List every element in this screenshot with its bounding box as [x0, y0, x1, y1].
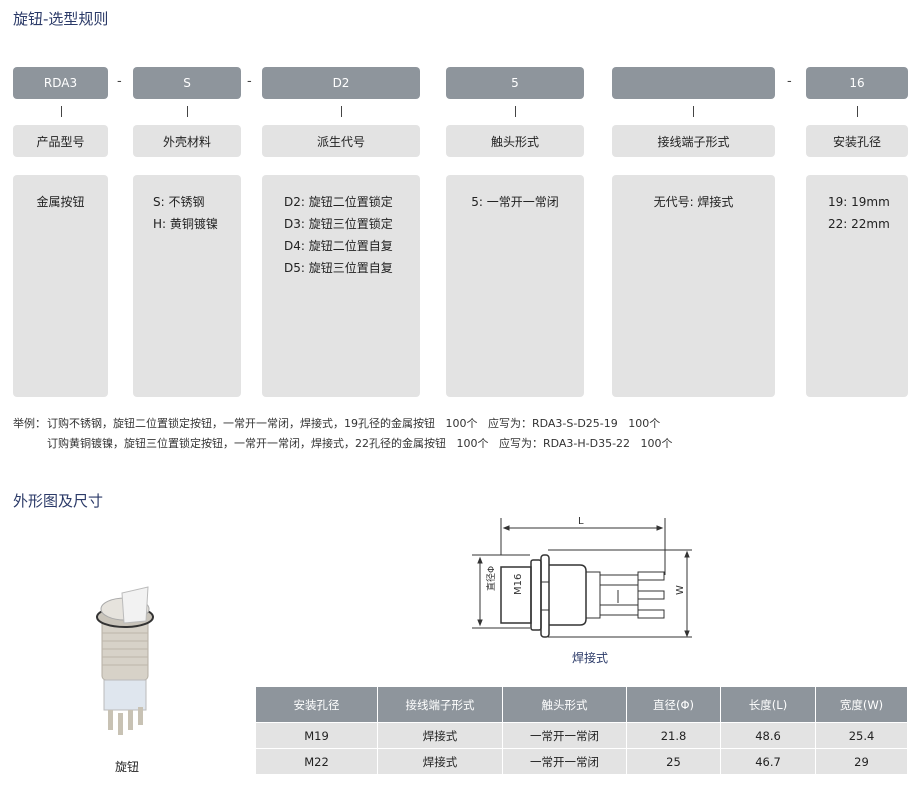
label-material: 外壳材料: [133, 125, 241, 157]
width-label: W: [675, 585, 686, 595]
header-contact: 触头形式: [502, 686, 627, 723]
code-box-contact: 5: [446, 67, 584, 99]
connector-line: [341, 106, 342, 117]
separator: -: [787, 74, 792, 89]
cell: 46.7: [720, 748, 816, 775]
cell: 48.6: [720, 722, 816, 749]
cell: 一常开一常闭: [502, 722, 627, 749]
table-row: M22 焊接式 一常开一常闭 25 46.7 29: [255, 748, 908, 775]
option: 无代号: 焊接式: [653, 195, 734, 209]
code-box-derivative: D2: [262, 67, 420, 99]
table-header-row: 安装孔径 接线端子形式 触头形式 直径(Φ) 长度(L) 宽度(W): [255, 686, 908, 723]
option: D3: 旋钮三位置锁定: [284, 217, 393, 231]
option: S: 不锈钢: [153, 195, 205, 209]
connector-line: [515, 106, 516, 117]
code-box-material: S: [133, 67, 241, 99]
code-box-terminal: [612, 67, 775, 99]
dimension-drawing: M16 L W 直径Φ: [472, 516, 692, 638]
options-derivative: D2: 旋钮二位置锁定 D3: 旋钮三位置锁定 D4: 旋钮二位置自复 D5: …: [262, 175, 420, 397]
header-length: 长度(L): [720, 686, 816, 723]
table-row: M19 焊接式 一常开一常闭 21.8 48.6 25.4: [255, 722, 908, 749]
cell: 焊接式: [377, 748, 503, 775]
dimensions-title: 外形图及尺寸: [13, 492, 104, 510]
option: 22: 22mm: [828, 217, 890, 231]
rotary-switch-photo: [96, 586, 154, 735]
example-line-1: 订购不锈钢，旋钮二位置锁定按钮，一常开一常闭，焊接式，19孔径的金属按钮 100…: [47, 417, 661, 430]
option: 金属按钮: [36, 195, 85, 209]
option: D2: 旋钮二位置锁定: [284, 195, 393, 209]
connector-line: [693, 106, 694, 117]
options-material: S: 不锈钢 H: 黄铜镀镍: [133, 175, 241, 397]
dimensions-table: 安装孔径 接线端子形式 触头形式 直径(Φ) 长度(L) 宽度(W) M19 焊…: [255, 686, 908, 775]
cell: 21.8: [626, 722, 721, 749]
length-label: L: [578, 516, 584, 527]
header-diameter: 直径(Φ): [626, 686, 721, 723]
code-box-hole: 16: [806, 67, 908, 99]
cell: 焊接式: [377, 722, 503, 749]
options-terminal: 无代号: 焊接式: [612, 175, 775, 397]
connector-line: [61, 106, 62, 117]
product-caption: 旋钮: [115, 760, 140, 774]
separator: -: [247, 74, 252, 89]
drawing-caption: 焊接式: [572, 651, 609, 665]
cell: 29: [815, 748, 908, 775]
code-box-product: RDA3: [13, 67, 108, 99]
example-line-2: 订购黄铜镀镍，旋钮三位置锁定按钮，一常开一常闭，焊接式，22孔径的金属按钮 10…: [47, 437, 673, 450]
option: 19: 19mm: [828, 195, 890, 209]
cell: 25.4: [815, 722, 908, 749]
separator: -: [117, 74, 122, 89]
cell: M22: [255, 748, 378, 775]
cell: 一常开一常闭: [502, 748, 627, 775]
cell: 25: [626, 748, 721, 775]
option: D4: 旋钮二位置自复: [284, 239, 393, 253]
thread-label: M16: [513, 574, 524, 595]
options-contact: 5: 一常开一常闭: [446, 175, 584, 397]
option: H: 黄铜镀镍: [153, 217, 218, 231]
header-terminal: 接线端子形式: [377, 686, 503, 723]
options-hole: 19: 19mm 22: 22mm: [806, 175, 908, 397]
example-prefix: 举例：: [13, 417, 46, 430]
connector-line: [187, 106, 188, 117]
option: D5: 旋钮三位置自复: [284, 261, 393, 275]
page-title: 旋钮-选型规则: [13, 10, 109, 28]
header-hole: 安装孔径: [255, 686, 378, 723]
options-product: 金属按钮: [13, 175, 108, 397]
label-terminal: 接线端子形式: [612, 125, 775, 157]
diameter-label: 直径Φ: [485, 566, 497, 591]
header-width: 宽度(W): [815, 686, 908, 723]
label-derivative: 派生代号: [262, 125, 420, 157]
label-contact: 触头形式: [446, 125, 584, 157]
label-product-model: 产品型号: [13, 125, 108, 157]
option: 5: 一常开一常闭: [471, 195, 559, 209]
label-hole: 安装孔径: [806, 125, 908, 157]
connector-line: [857, 106, 858, 117]
cell: M19: [255, 722, 378, 749]
